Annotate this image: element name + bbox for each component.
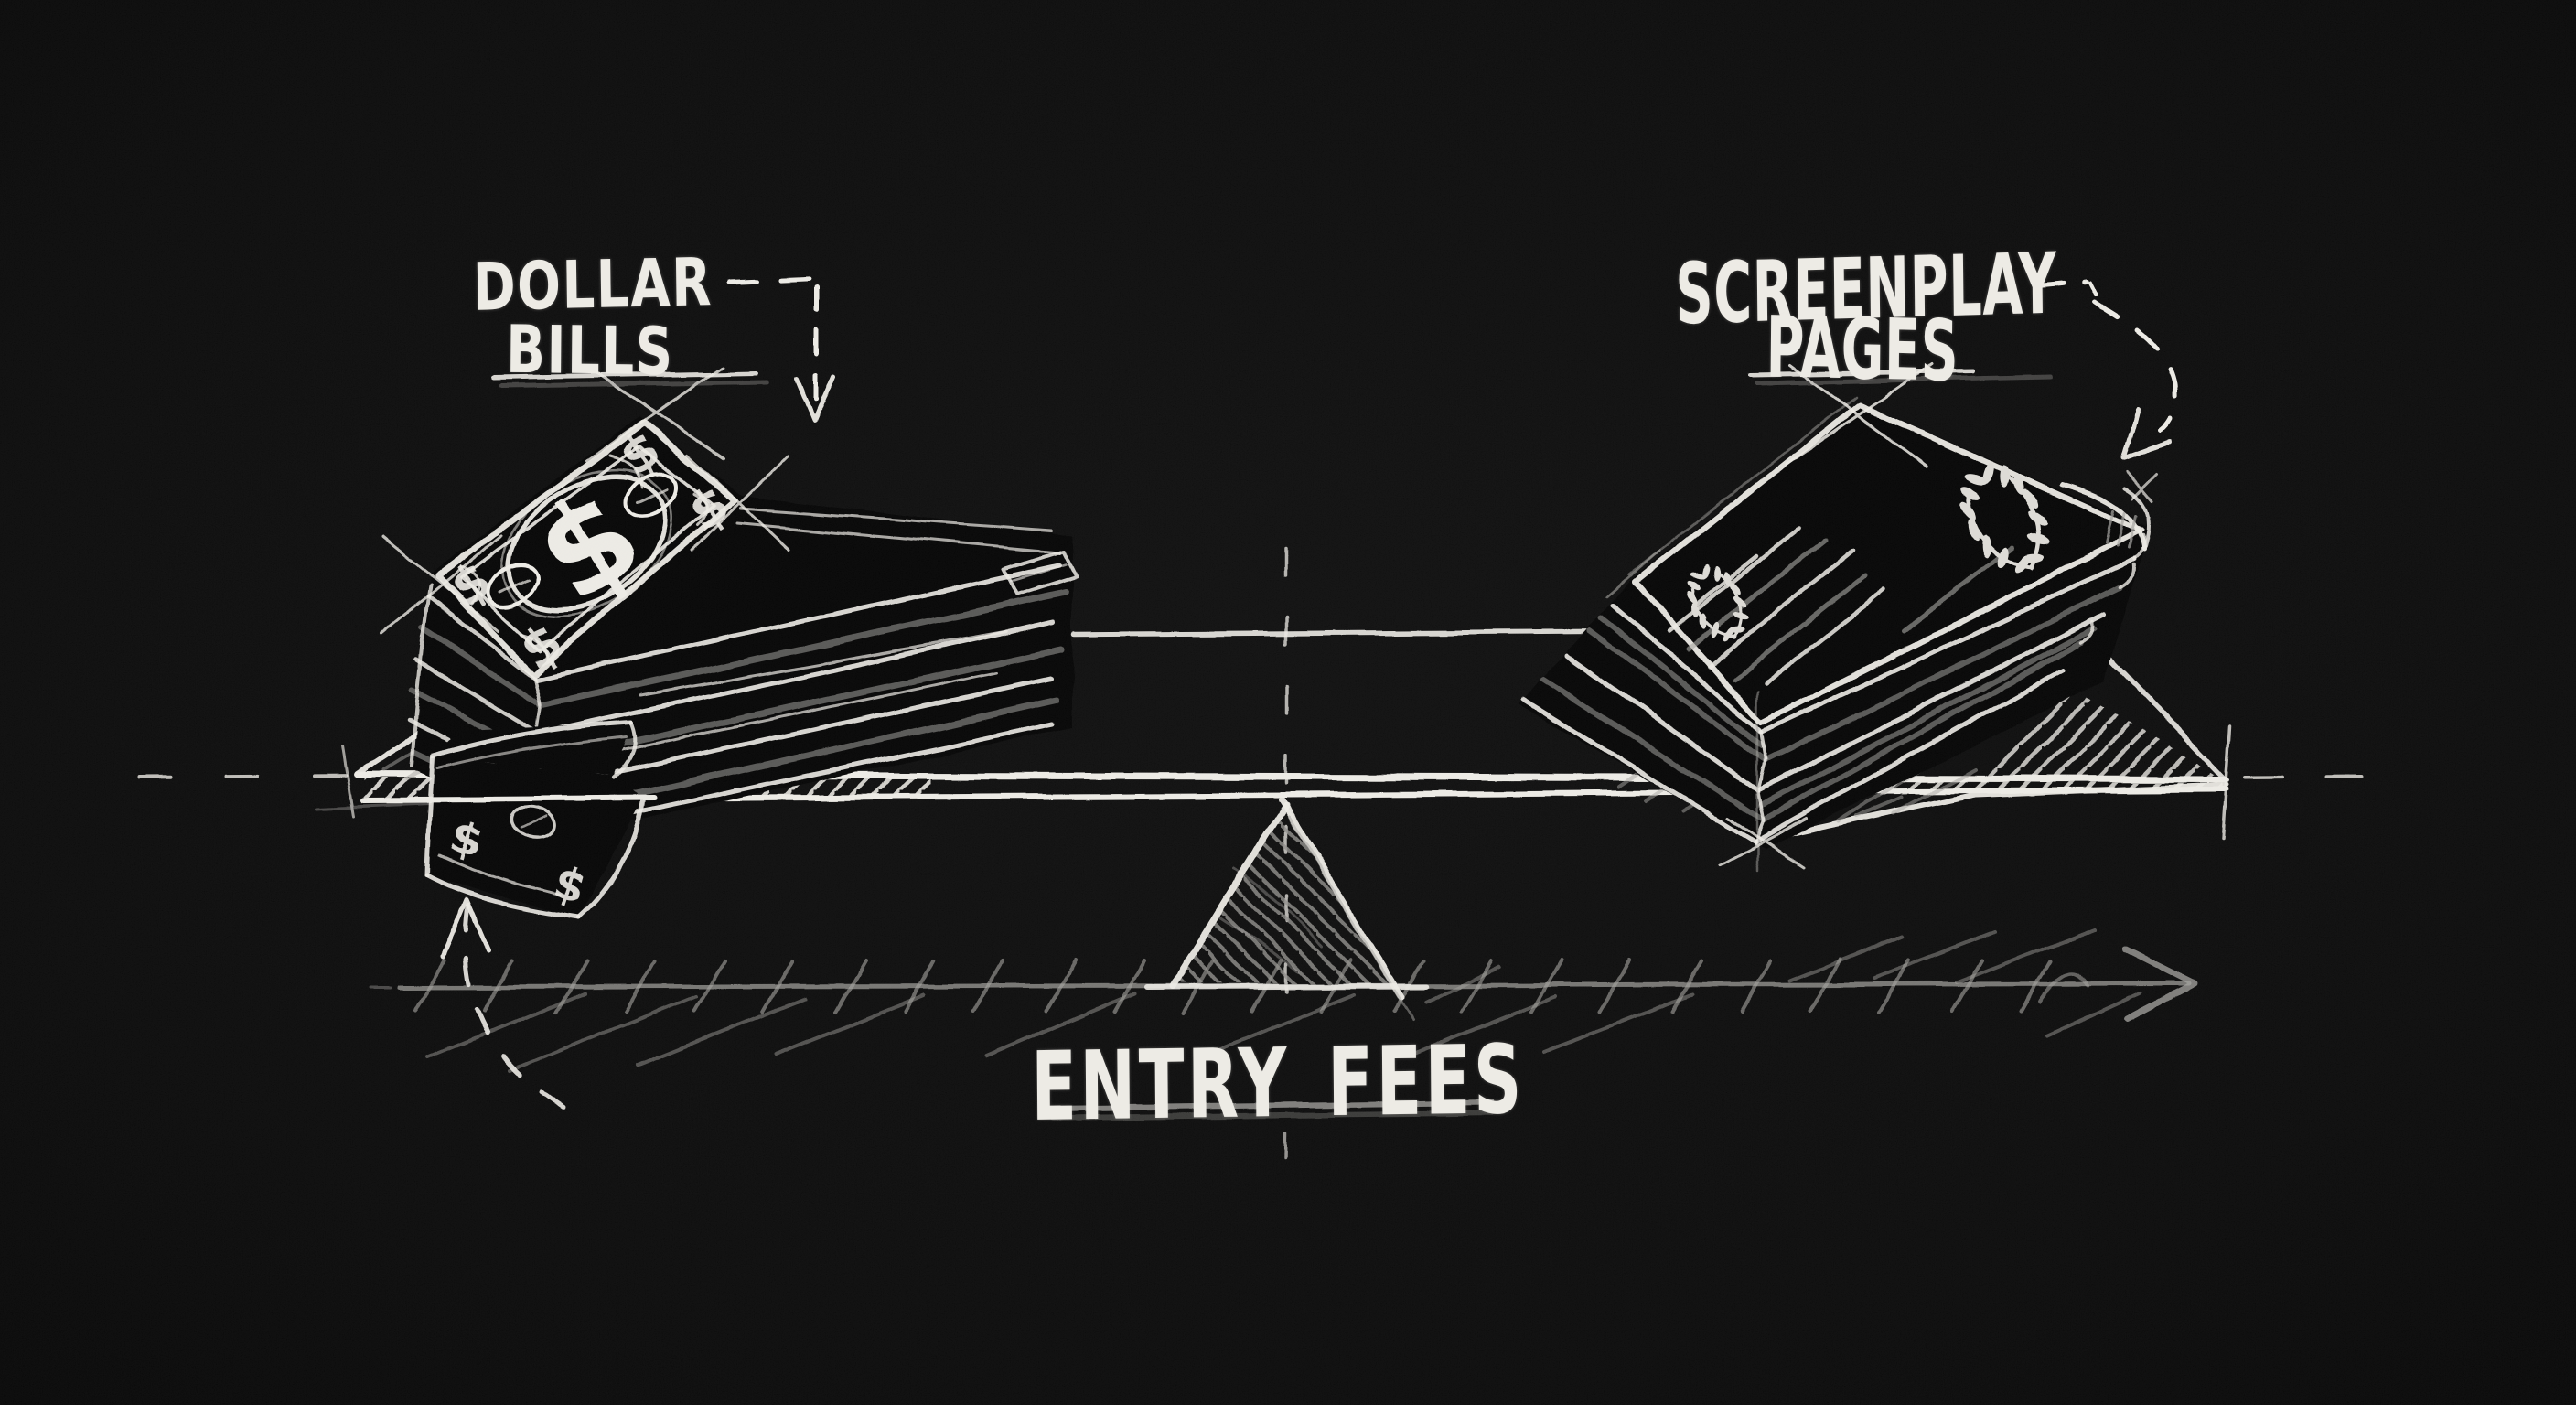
screenplay-pages-label-line2: PAGES bbox=[1766, 298, 1959, 401]
entry-fees-label: ENTRY FEES bbox=[1030, 1023, 1526, 1143]
dollar-bills-label-line2: BILLS bbox=[505, 310, 675, 391]
